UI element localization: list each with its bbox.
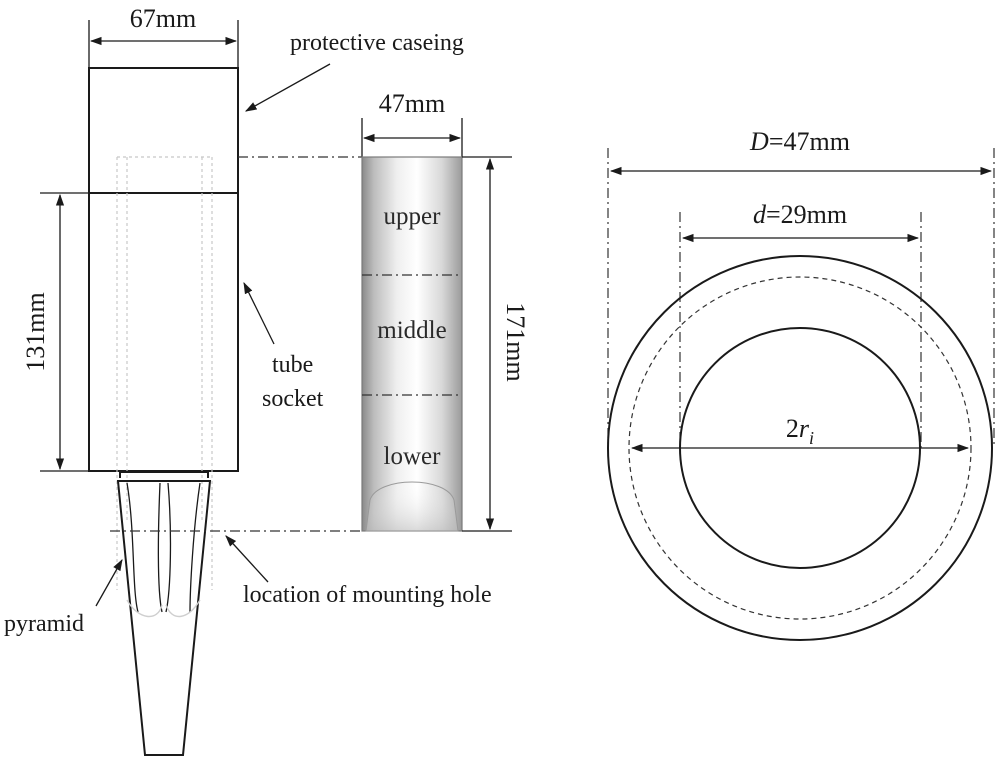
- tube-width-label: 47mm: [379, 89, 445, 118]
- middle-view: 47mm upper middle lower 171mm: [361, 89, 530, 532]
- outer-circle: [607, 255, 993, 641]
- tube-socket-label-line1: tube: [272, 352, 313, 378]
- segment-lower-label: lower: [384, 443, 442, 470]
- outer-diameter-label: D=47mm: [749, 127, 850, 156]
- tube-socket: [88, 192, 239, 472]
- hidden-inner-tube: [116, 156, 213, 590]
- mounting-hole-label: location of mounting hole: [243, 582, 492, 608]
- mid-dashed-circle: [628, 276, 972, 620]
- pyramid-adapter: [116, 471, 212, 756]
- segment-upper-label: upper: [384, 203, 442, 230]
- tube-socket-label-line2: socket: [262, 386, 324, 412]
- mounting-hole-leader: [225, 535, 269, 583]
- protective-casing: [88, 67, 239, 194]
- left-view: 67mm 131mm protective case: [4, 4, 492, 756]
- protective-casing-label: protective caseing: [290, 30, 464, 56]
- segment-middle-label: middle: [377, 317, 446, 344]
- shaded-tube: [361, 156, 463, 532]
- right-view: D=47mm d=29mm 2ri: [607, 127, 995, 641]
- protective-casing-leader: [244, 63, 331, 112]
- pyramid-label: pyramid: [4, 611, 84, 637]
- tube-socket-leader: [243, 281, 275, 345]
- inner-diameter-label: d=29mm: [753, 200, 847, 229]
- tube-height-label: 171mm: [501, 302, 530, 381]
- pyramid-leader: [95, 558, 123, 607]
- casing-width-label: 67mm: [130, 4, 196, 33]
- radius-label: 2ri: [786, 414, 814, 448]
- tube-bottom-taper: [365, 481, 459, 532]
- socket-height-label: 131mm: [21, 292, 50, 371]
